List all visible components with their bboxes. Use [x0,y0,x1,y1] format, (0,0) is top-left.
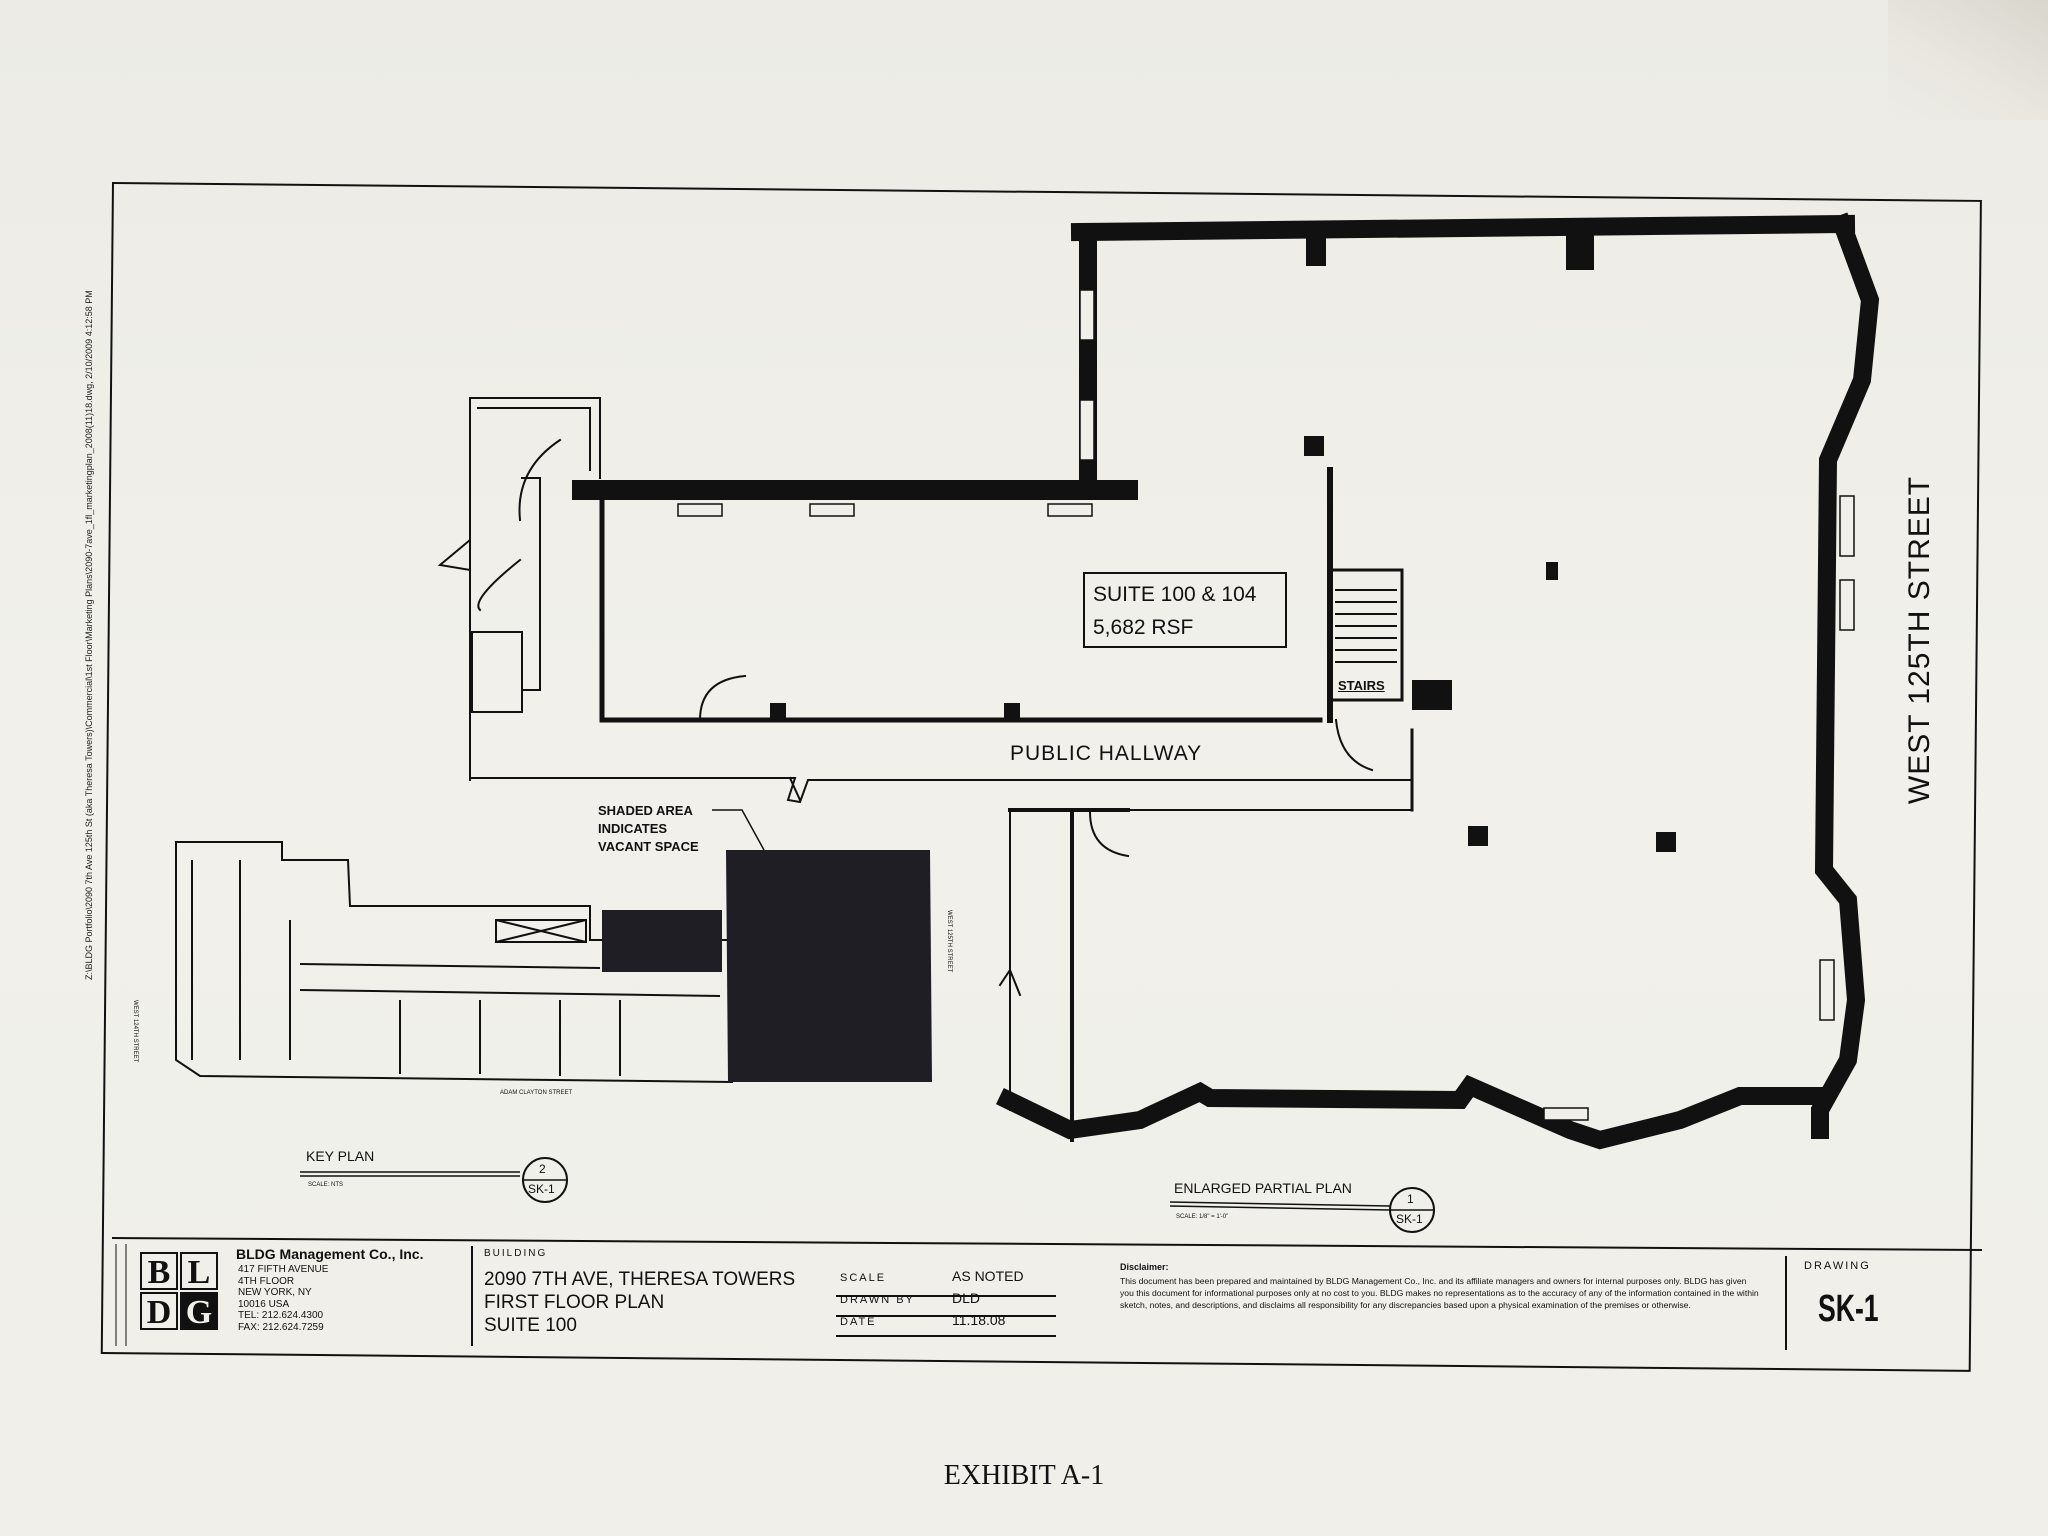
vacant-space-shaded [602,910,722,972]
suite-label-box: SUITE 100 & 104 5,682 RSF [1083,572,1287,648]
building-line: SUITE 100 [484,1315,577,1336]
drawn-by-value: DLD [952,1290,981,1306]
shaded-note-line: SHADED AREA [598,803,693,818]
disclaimer-text: This document has been prepared and main… [1120,1276,1759,1310]
hallway-door-arc [1088,810,1130,858]
street-wall [1811,212,1880,1139]
drawing-label: DRAWING [1804,1260,1871,1272]
scale-label: SCALE [840,1272,887,1284]
logo-letter: L [180,1252,218,1291]
column [1566,232,1594,270]
stairs-label: STAIRS [1338,678,1385,693]
key-plan [175,841,733,1084]
title-block-lines [111,1237,1983,1350]
stairs-outline [1328,568,1404,702]
building-line: 2090 7TH AVE, THERESA TOWERS [484,1269,796,1290]
paper-curl [1888,0,2048,120]
address-line: 10016 USA [238,1298,290,1310]
window-marks [677,289,1855,1121]
key-plan-street-bottom: ADAM CLAYTON STREET [500,1090,573,1096]
south-wall [995,1074,1829,1150]
drawn-by-label: DRAWN BY [840,1294,915,1306]
logo-letter: B [140,1252,178,1291]
key-plan-street-west: WEST 124TH STREET [132,1000,138,1063]
drawing-number: SK-1 [1818,1288,1879,1330]
building-info: 2090 7TH AVE, THERESA TOWERS FIRST FLOOR… [484,1268,795,1337]
address-line: FAX: 212.624.7259 [238,1321,324,1333]
key-plan-rooms [191,860,721,1076]
building-line: FIRST FLOOR PLAN [484,1292,665,1313]
street-label: WEST 125TH STREET [1903,475,1936,805]
stairs-door-arc [1334,718,1374,772]
date-label: DATE [840,1316,877,1328]
column [1412,680,1452,710]
column [1656,832,1676,852]
enlarged-plan-scale: SCALE: 1/8" = 1'-0" [1176,1214,1229,1220]
key-plan-label: KEY PLAN [306,1148,375,1164]
entry-door-arc [518,438,562,522]
key-plan-stairs [495,919,587,943]
scale-value: AS NOTED [952,1268,1024,1284]
leader-line [712,809,765,851]
exhibit-caption: EXHIBIT A-1 [943,1460,1105,1491]
enlarged-plan-label: ENLARGED PARTIAL PLAN [1174,1180,1352,1196]
key-plan-ref-sheet: SK-1 [528,1182,555,1196]
suite-door-arc [698,674,747,722]
enlarged-ref-sheet: SK-1 [1396,1212,1423,1226]
hallway-north-line [599,776,802,802]
shaded-note-line: VACANT SPACE [598,839,699,854]
enlarged-ref-line [1169,1201,1391,1211]
key-plan-ref-line [300,1171,520,1177]
key-plan-street-east: WEST 125TH STREET [946,910,952,973]
column [1468,826,1488,846]
date-value: 11.18.08 [952,1312,1006,1328]
vacant-space-shaded [726,850,932,1082]
suite-name: SUITE 100 & 104 [1093,583,1257,606]
column [1004,703,1020,719]
column [1546,562,1558,580]
public-hallway-label: PUBLIC HALLWAY [1010,742,1203,765]
logo-letter: G [180,1292,218,1331]
key-plan-scale: SCALE: NTS [308,1182,344,1188]
break-line [437,537,471,572]
address-line: 417 FIFTH AVENUE [238,1264,329,1275]
company-address: 417 FIFTH AVENUE 4TH FLOOR NEW YORK, NY … [238,1264,328,1333]
column [1304,436,1324,456]
company-name: BLDG Management Co., Inc. [236,1246,424,1262]
stairs-treads [1335,589,1397,663]
key-plan-outline [175,841,733,1084]
address-line: NEW YORK, NY [238,1287,312,1298]
shaded-note-line: INDICATES [598,821,668,836]
enlarged-ref-number: 1 [1407,1192,1414,1206]
address-line: TEL: 212.624.4300 [238,1310,324,1321]
vestibule-box [471,631,523,713]
key-plan-xmark [495,919,587,943]
column [770,703,786,719]
address-line: 4TH FLOOR [238,1275,295,1287]
key-plan-ref-number: 2 [539,1162,546,1176]
vestibule-inner [477,407,591,471]
column [1306,236,1326,266]
building-label: BUILDING [484,1248,548,1259]
columns [770,232,1676,852]
break-line-lower [998,967,1022,997]
vestibule-wall [521,477,541,691]
suite-area: 5,682 RSF [1093,616,1194,639]
logo-letter: D [140,1292,178,1331]
entry-door-arc [477,558,522,612]
disclaimer-title: Disclaimer: [1120,1262,1169,1272]
shaded-area-note: SHADED AREA INDICATES VACANT SPACE [598,802,699,856]
east-space-north-wall [1070,214,1856,242]
